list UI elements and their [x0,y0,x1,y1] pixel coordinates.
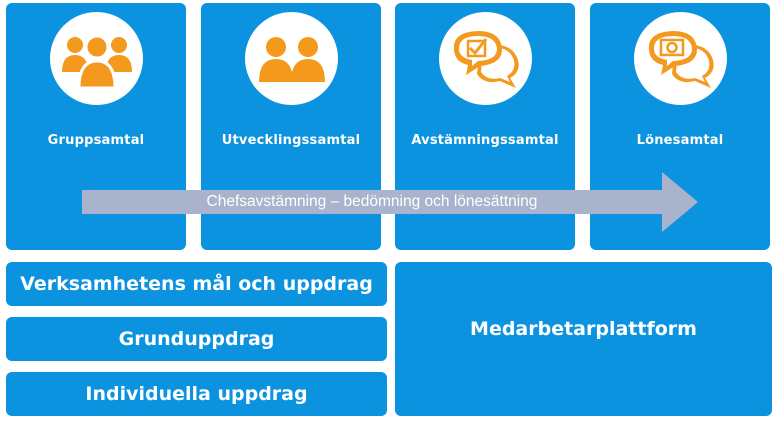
arrow-label: Chefsavstämning – bedömning och lönesätt… [206,193,538,210]
icon-circle [245,12,338,105]
group-icon [61,34,132,89]
icon-circle [439,12,532,105]
bar-individuella-uppdrag: Individuella uppdrag [6,372,387,416]
bar-verksamhetens-mal: Verksamhetens mål och uppdrag [6,262,387,306]
platform-box: Medarbetarplattform [395,262,772,416]
two-people-icon [258,36,325,82]
card-gruppsamtal: Gruppsamtal [6,3,186,250]
card-label: Gruppsamtal [47,133,145,148]
icon-circle [50,12,143,105]
card-label: Lönesamtal [636,133,724,148]
bar-grunduppdrag: Grunduppdrag [6,317,387,361]
chat-money-icon [648,30,714,88]
platform-label: Medarbetarplattform [470,318,697,340]
icon-circle [634,12,727,105]
process-arrow [82,172,698,232]
chat-checkmark-icon [453,30,519,88]
card-label: Avstämningssamtal [411,133,559,148]
card-label: Utvecklingssamtal [221,133,361,148]
